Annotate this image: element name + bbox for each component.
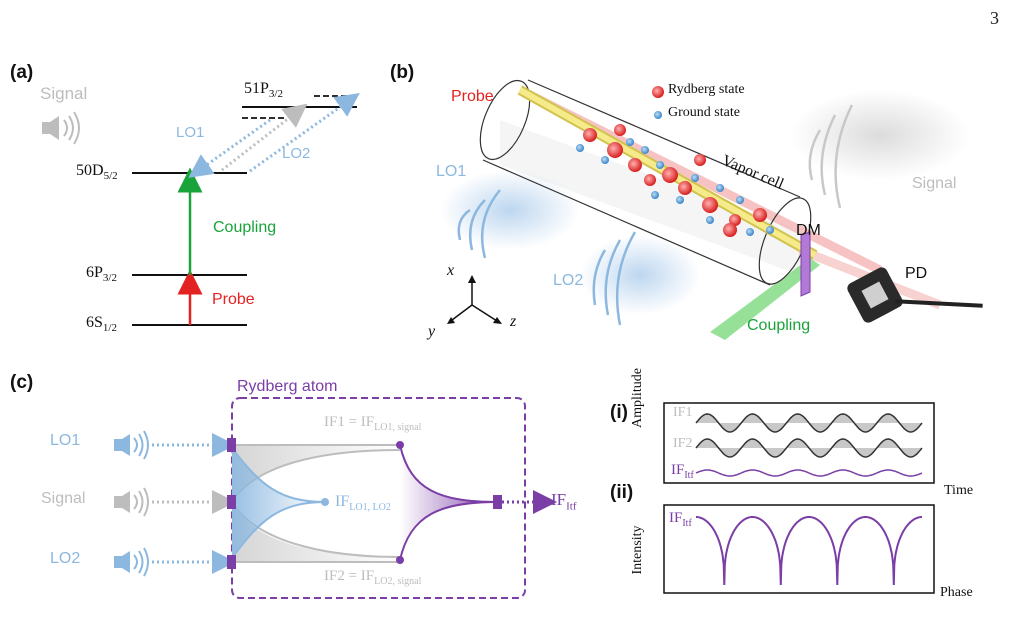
if2-label: IF2 = IFLO2, signal bbox=[324, 568, 422, 587]
panel-b-lo1-label: LO1 bbox=[436, 163, 467, 180]
probe-label: Probe bbox=[212, 291, 255, 308]
rydberg-atom-title: Rydberg atom bbox=[237, 378, 338, 395]
panel-a-label: (a) bbox=[10, 62, 34, 83]
if-lo-label: IFLO1, LO2 bbox=[335, 493, 391, 514]
lo2-arrow bbox=[249, 93, 360, 173]
atom-cloud bbox=[576, 124, 774, 237]
waveform-plots bbox=[663, 402, 935, 594]
if-itf-output-label: IFItf bbox=[551, 490, 577, 513]
wave-if2 bbox=[695, 438, 923, 458]
lo2-wave-icon bbox=[592, 249, 607, 306]
panel-b-lo2-label: LO2 bbox=[553, 272, 584, 289]
level-6s-label: 6S1/2 bbox=[86, 314, 117, 335]
coupling-beam bbox=[710, 258, 820, 340]
lo2-label: LO2 bbox=[282, 145, 311, 162]
legend-rydberg-label: Rydberg state bbox=[668, 82, 745, 97]
panel-b-probe-label: Probe bbox=[451, 88, 494, 105]
signal-wave-glow bbox=[790, 90, 970, 180]
wave-if2-label: IF2 bbox=[673, 436, 693, 451]
panel-c-label: (c) bbox=[10, 372, 34, 393]
intensity-if-itf-label: IFItf bbox=[669, 510, 692, 529]
panel-c-signal-label: Signal bbox=[41, 490, 86, 507]
legend-ground-label: Ground state bbox=[668, 105, 740, 120]
panel-i-label: (i) bbox=[610, 402, 628, 423]
intensity-plot-frame bbox=[663, 504, 935, 594]
coupling-label: Coupling bbox=[213, 219, 277, 236]
wave-if-itf-label: IFItf bbox=[671, 462, 694, 481]
legend-rydberg-dot bbox=[652, 86, 664, 98]
legend-ground-dot bbox=[654, 111, 662, 119]
intensity-curve bbox=[696, 516, 922, 586]
rydberg-atom-box bbox=[231, 397, 526, 599]
lo1-wave-icon bbox=[457, 208, 471, 241]
panel-b-signal-label: Signal bbox=[912, 175, 957, 192]
dichroic-mirror bbox=[800, 231, 811, 297]
axis-x-label: x bbox=[447, 262, 455, 279]
signal-wave-icon bbox=[808, 129, 822, 181]
speaker-icon bbox=[42, 111, 80, 145]
signal-speaker-icon bbox=[114, 487, 149, 517]
lo1-label: LO1 bbox=[176, 124, 205, 141]
wave-if-itf bbox=[695, 469, 923, 477]
amplitude-axis-label: Amplitude bbox=[630, 368, 645, 428]
intensity-axis-label: Intensity bbox=[630, 525, 645, 575]
level-50d-label: 50D5/2 bbox=[76, 162, 118, 183]
pd-label: PD bbox=[905, 265, 928, 282]
panel-ii-label: (ii) bbox=[610, 482, 634, 503]
dm-label: DM bbox=[796, 222, 821, 239]
axis-y-label: y bbox=[428, 323, 436, 340]
energy-level-diagram bbox=[42, 93, 360, 326]
panel-b-coupling-label: Coupling bbox=[747, 317, 811, 334]
if1-label: IF1 = IFLO1, signal bbox=[324, 414, 422, 433]
coordinate-axes bbox=[447, 275, 502, 324]
panel-c-lo2-label: LO2 bbox=[50, 550, 81, 567]
time-axis-label: Time bbox=[944, 483, 974, 498]
wave-if1 bbox=[695, 413, 923, 433]
lo1-wave-glow bbox=[440, 170, 580, 250]
panel-c-lo1-label: LO1 bbox=[50, 432, 81, 449]
vapor-cell-setup bbox=[440, 79, 983, 340]
wave-if1-label: IF1 bbox=[673, 405, 693, 420]
photodetector-icon bbox=[847, 267, 983, 323]
rydberg-interference-diagram bbox=[114, 397, 557, 599]
lo2-wave-glow bbox=[580, 235, 700, 315]
lo1-speaker-icon bbox=[114, 430, 149, 460]
phase-axis-label: Phase bbox=[940, 585, 973, 600]
lo2-speaker-icon bbox=[114, 547, 149, 577]
level-6p-label: 6P3/2 bbox=[86, 264, 117, 285]
vapor-cell-left-end bbox=[479, 79, 531, 161]
panel-a-signal-label: Signal bbox=[40, 84, 88, 103]
axis-z-label: z bbox=[510, 313, 517, 330]
panel-b-label: (b) bbox=[390, 62, 415, 83]
page-number: 3 bbox=[990, 8, 999, 28]
signal-arrow bbox=[221, 103, 308, 172]
amplitude-plot-frame bbox=[663, 402, 935, 484]
level-51p-label: 51P3/2 bbox=[244, 80, 283, 101]
